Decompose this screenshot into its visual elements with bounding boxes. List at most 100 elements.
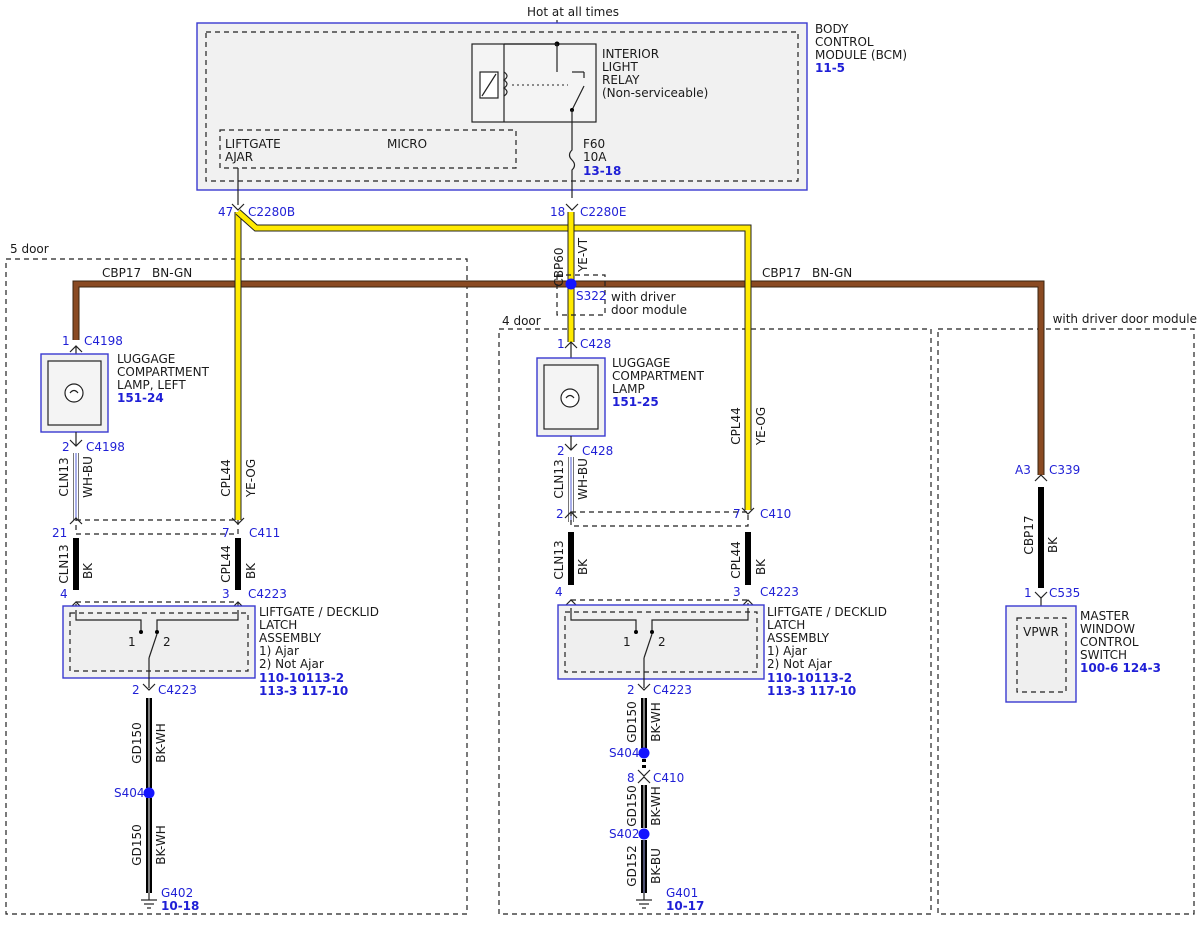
- fuse-ref-link[interactable]: 13-18: [583, 164, 621, 178]
- bcm-ref-link[interactable]: 11-5: [815, 61, 845, 75]
- mid-lamp-pin-top: 1: [557, 337, 565, 351]
- svg-text:COMPARTMENT: COMPARTMENT: [612, 369, 705, 383]
- c4198-top-connector[interactable]: C4198: [84, 334, 123, 348]
- c2280e-connector[interactable]: C2280E: [580, 205, 627, 219]
- svg-text:2) Not Ajar: 2) Not Ajar: [767, 657, 832, 671]
- gd152-label: GD152: [625, 845, 639, 886]
- fuse-rating: 10A: [583, 150, 607, 164]
- svg-text:WINDOW: WINDOW: [1080, 622, 1135, 636]
- c411-connector[interactable]: C411: [249, 526, 280, 540]
- c4198-bottom-connector[interactable]: C4198: [86, 440, 125, 454]
- c339-connector[interactable]: C339: [1049, 463, 1080, 477]
- cln13-bk-mid-color: BK: [576, 558, 590, 575]
- mid-pin-2: 2: [556, 507, 564, 521]
- cpl44-left-color: YE-OG: [244, 459, 258, 498]
- left-latch-refs1[interactable]: 110-10113-2: [259, 671, 344, 685]
- mid-latch-refs2[interactable]: 113-3 117-10: [767, 684, 856, 698]
- cpl44-bk-left-label: CPL44: [219, 545, 233, 583]
- c428-top-connector[interactable]: C428: [580, 337, 611, 351]
- svg-text:1) Ajar: 1) Ajar: [767, 644, 807, 658]
- cpl44-bk-left-color: BK: [244, 562, 258, 579]
- cbp17-bk-label: CBP17: [1022, 515, 1036, 554]
- g401-ref-link[interactable]: 10-17: [666, 899, 704, 913]
- mid-c4223-top-connector[interactable]: C4223: [760, 585, 799, 599]
- cln13-mid-color: WH-BU: [576, 458, 590, 500]
- left-latch-switch-icon: [148, 633, 158, 659]
- driver-door-module-label: with driver door module: [1053, 312, 1197, 326]
- mid-latch-sw2: 2: [658, 635, 666, 649]
- left-pin-21: 21: [52, 526, 67, 540]
- bcm-name-label: BODY CONTROL MODULE (BCM): [815, 22, 907, 62]
- svg-text:LAMP, LEFT: LAMP, LEFT: [117, 378, 186, 392]
- left-splice-s404[interactable]: [143, 787, 155, 799]
- mid-lamp-ref-link[interactable]: 151-25: [612, 395, 659, 409]
- svg-text:1) Ajar: 1) Ajar: [259, 644, 299, 658]
- c410-connector[interactable]: C410: [760, 507, 791, 521]
- vpwr-label: VPWR: [1023, 625, 1059, 639]
- gd150-left-lower-color: BK-WH: [154, 825, 168, 865]
- left-lamp-label: LUGGAGE COMPARTMENT LAMP, LEFT: [117, 352, 210, 392]
- switch-refs-link[interactable]: 100-6 124-3: [1080, 661, 1161, 675]
- mid-latch-switch-icon: [643, 633, 653, 659]
- left-latch-sw2: 2: [163, 635, 171, 649]
- g402-ref-link[interactable]: 10-18: [161, 899, 199, 913]
- mid-lamp-bulb-icon: [560, 388, 580, 408]
- cln13-bk-mid-label: CLN13: [552, 540, 566, 579]
- mid-latch-refs1[interactable]: 110-10113-2: [767, 671, 852, 685]
- cbp60-label: CBP60: [552, 247, 566, 286]
- svg-text:CONTROL: CONTROL: [815, 35, 874, 49]
- cpl44-ye-og-right-wire: [235, 209, 752, 510]
- micro-block: [219, 129, 517, 169]
- mid-splice-s404[interactable]: [638, 747, 650, 759]
- gd150-mid-lower-color: BK-WH: [649, 786, 663, 826]
- s322-note-line2: door module: [611, 303, 687, 317]
- gd150-left-upper-label: GD150: [130, 722, 144, 763]
- s322-note-line1: with driver: [611, 290, 676, 304]
- mid-latch-pin-2: 2: [627, 683, 635, 697]
- mid-pin-8: 8: [627, 771, 635, 785]
- left-latch-refs2[interactable]: 113-3 117-10: [259, 684, 348, 698]
- four-door-section: [498, 328, 932, 915]
- cbp17-color-right: BN-GN: [812, 266, 852, 280]
- splice-s322[interactable]: [565, 278, 577, 290]
- s322-label: S322: [576, 289, 607, 303]
- left-c4223-top-connector[interactable]: C4223: [248, 587, 287, 601]
- svg-text:ASSEMBLY: ASSEMBLY: [259, 631, 322, 645]
- svg-text:COMPARTMENT: COMPARTMENT: [117, 365, 210, 379]
- svg-text:MODULE (BCM): MODULE (BCM): [815, 48, 907, 62]
- cbp17-label-right: CBP17: [762, 266, 801, 280]
- g401-label: G401: [666, 886, 698, 900]
- mid-c4223-bottom-connector[interactable]: C4223: [653, 683, 692, 697]
- left-latch-pin-4: 4: [60, 587, 68, 601]
- fuse-name: F60: [583, 137, 605, 151]
- c410-lower-connector[interactable]: C410: [653, 771, 684, 785]
- relay-label: INTERIOR LIGHT RELAY (Non-serviceable): [602, 47, 708, 100]
- left-lamp-pin-top: 1: [62, 334, 70, 348]
- left-latch-sw1: 1: [128, 635, 136, 649]
- mid-latch-pin-4: 4: [555, 585, 563, 599]
- left-pin-7: 7: [222, 526, 230, 540]
- left-lamp-ref-link[interactable]: 151-24: [117, 391, 164, 405]
- svg-text:MASTER: MASTER: [1080, 609, 1129, 623]
- mid-splice-s402[interactable]: [638, 828, 650, 840]
- four-door-label: 4 door: [502, 314, 541, 328]
- gd150-mid-upper-label: GD150: [625, 701, 639, 742]
- svg-text:BODY: BODY: [815, 22, 849, 36]
- pin-a3: A3: [1015, 463, 1031, 477]
- c535-connector[interactable]: C535: [1049, 586, 1080, 600]
- left-latch-label: LIFTGATE / DECKLID LATCH ASSEMBLY 1) Aja…: [259, 605, 379, 671]
- c2280b-connector[interactable]: C2280B: [248, 205, 295, 219]
- cln13-bk-left-label: CLN13: [57, 544, 71, 583]
- left-lamp-pin-bottom: 2: [62, 440, 70, 454]
- cbp60-color: YE-VT: [576, 237, 590, 273]
- cpl44-right-label: CPL44: [729, 407, 743, 445]
- left-latch-pin-3: 3: [222, 587, 230, 601]
- bcm-inner-boundary: [205, 31, 799, 182]
- switch-label: MASTER WINDOW CONTROL SWITCH: [1080, 609, 1139, 662]
- gd150-mid-lower-label: GD150: [625, 785, 639, 826]
- driver-door-module-section: [937, 328, 1195, 915]
- gd152-color: BK-BU: [649, 848, 663, 884]
- left-c4223-bottom-connector[interactable]: C4223: [158, 683, 197, 697]
- relay-contact-icon: [571, 85, 585, 111]
- c428-bottom-connector[interactable]: C428: [582, 444, 613, 458]
